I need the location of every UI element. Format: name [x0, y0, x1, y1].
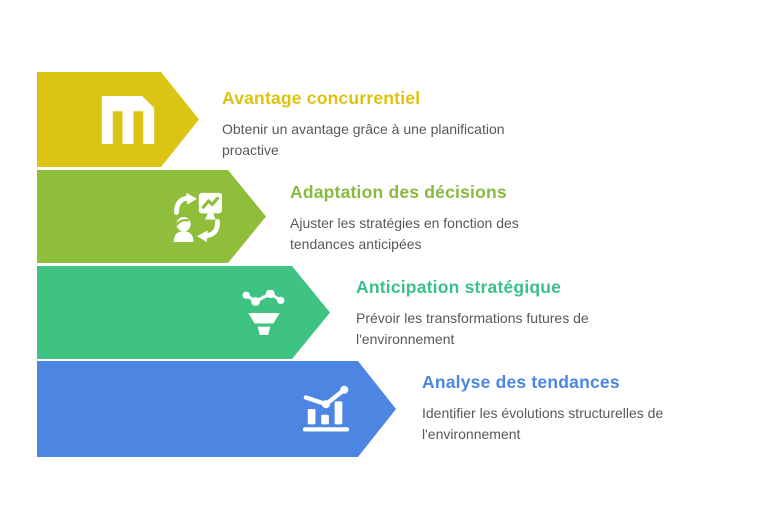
step-description: Prévoir les transformations futures de l…	[356, 310, 589, 347]
arrow-banner-3	[37, 266, 330, 359]
step-text-4: Analyse des tendances Identifier les évo…	[422, 372, 663, 445]
podium-columns-icon	[101, 96, 155, 144]
step-title: Anticipation stratégique	[356, 277, 562, 297]
step-text-2: Adaptation des décisions Ajuster les str…	[290, 182, 519, 255]
step-description: Obtenir un avantage grâce à une planific…	[222, 121, 505, 158]
step-text-1: Avantage concurrentiel Obtenir un avanta…	[222, 88, 505, 161]
step-title: Analyse des tendances	[422, 372, 620, 392]
arrow-banner-1	[37, 72, 199, 167]
trend-bar-chart-icon	[300, 385, 352, 433]
network-funnel-icon	[242, 290, 286, 336]
step-title: Avantage concurrentiel	[222, 88, 421, 108]
step-description: Identifier les évolutions structurelles …	[422, 405, 664, 442]
arrow-banner-4	[37, 361, 396, 457]
person-screen-sync-icon	[172, 191, 222, 243]
step-description: Ajuster les stratégies en fonction des t…	[290, 215, 519, 252]
step-text-3: Anticipation stratégique Prévoir les tra…	[356, 277, 589, 350]
step-title: Adaptation des décisions	[290, 182, 507, 202]
arrow-banner-2	[37, 170, 266, 263]
